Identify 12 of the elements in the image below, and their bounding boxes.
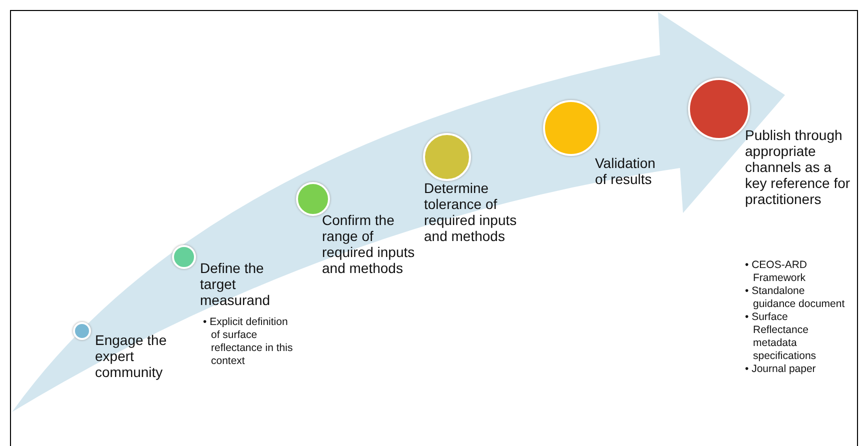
circle-marker (73, 322, 91, 340)
step-text: Determine tolerance of required inputs and methods (424, 180, 518, 244)
step-text: Publish through appropriate channels as a key reference for practitioners (745, 127, 852, 207)
step-text: Validation of results (595, 155, 656, 187)
bullet-item: • Standalone guidance document (745, 285, 845, 311)
step-text: Engage the expert community (95, 332, 168, 380)
bullet-item: • Journal paper (745, 363, 817, 376)
bullet-item: • Explicit definition of surface reflectance in this context (203, 316, 294, 368)
step-text: Define the target measurand (200, 260, 272, 308)
bullet-item: • CEOS-ARD Framework (745, 259, 808, 285)
step-text: Confirm the range of required inputs and methods (322, 212, 416, 276)
bullet-item: • Surface Reflectance metadata specifications (745, 311, 818, 363)
